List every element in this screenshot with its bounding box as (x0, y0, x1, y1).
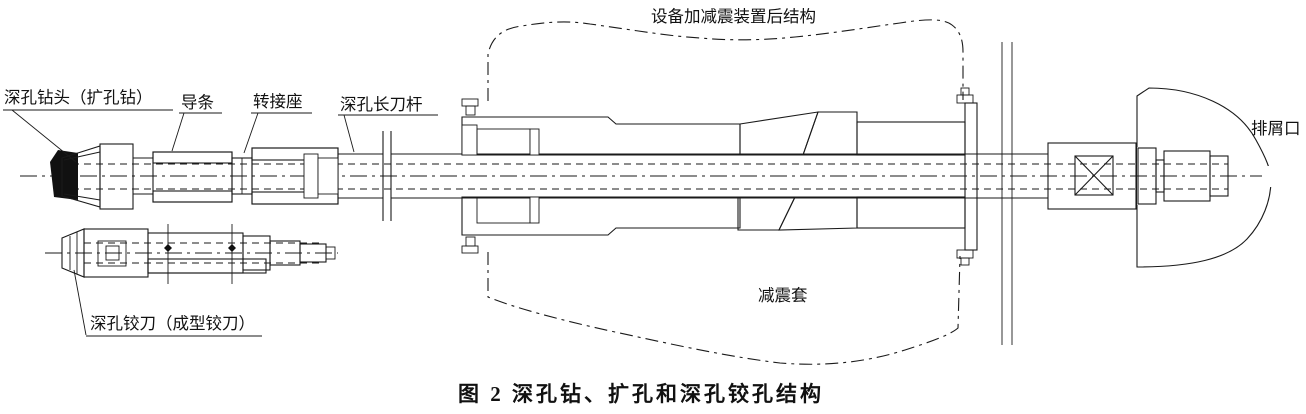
label-drill-head: 深孔钻头（扩孔钻） (4, 88, 153, 107)
bolt-bottom-right (956, 249, 974, 266)
reamer-assembly (45, 224, 338, 284)
crossed-square-symbol (1074, 155, 1114, 196)
view-boundary-bottom (487, 252, 961, 365)
wedge-gap-bottom (778, 196, 858, 231)
label-long-cutter-bar: 深孔长刀杆 (340, 95, 423, 114)
bolt-top-right (956, 87, 974, 104)
bolt-bottom-left (461, 236, 479, 254)
reamer-section-lines (164, 224, 236, 284)
inner-collar-bottom (476, 196, 531, 224)
leader-deep-hole-reamer (73, 269, 87, 336)
label-deep-hole-reamer: 深孔铰刀（成型铰刀） (90, 314, 255, 333)
inner-collar-top (476, 128, 531, 156)
cutter-bar-shaft (338, 131, 1048, 221)
wedge-gap-top (739, 111, 819, 156)
dome-connector (1137, 147, 1229, 205)
callouts: 深孔钻头（扩孔钻） 导条 转接座 深孔长刀杆 设备加减震装置后结构 减震套 排屑… (3, 7, 1301, 337)
guide-strip-section (152, 151, 233, 203)
leader-long-cutter-bar (343, 114, 355, 153)
bearing-box (1047, 142, 1137, 210)
damper-block-top-right (856, 121, 966, 156)
adapter-seat-section (251, 147, 339, 205)
bolt-top-left (461, 98, 479, 116)
figure-caption: 图 2 深孔钻、扩孔和深孔铰孔结构 (458, 382, 824, 406)
shaft-break-symbol (382, 131, 392, 221)
drill-head (50, 143, 153, 210)
axis-lines (20, 163, 1262, 190)
damper-sleeve-outer-top (461, 116, 741, 156)
long-break-lines (1001, 42, 1013, 345)
workpiece-dome (1136, 87, 1298, 268)
label-guide-strip: 导条 (181, 93, 214, 112)
label-chip-outlet: 排屑口 (1251, 119, 1301, 138)
label-damper-sleeve: 减震套 (758, 286, 808, 305)
leader-drill-head (11, 109, 77, 163)
label-damped-structure: 设备加减震装置后结构 (651, 7, 816, 26)
label-adapter-seat: 转接座 (253, 92, 303, 111)
damper-block-bottom-right (856, 196, 966, 229)
carbide-insert (50, 150, 78, 200)
rubber-element-top (802, 111, 858, 156)
leader-adapter-seat (243, 112, 259, 154)
damper-assembly (461, 87, 978, 266)
reamer-hatch-band (147, 258, 267, 274)
view-boundary-top (487, 19, 964, 101)
view-boundary (487, 19, 964, 365)
leader-guide-strip (171, 112, 185, 152)
damper-sleeve-outer-bottom (461, 196, 741, 236)
